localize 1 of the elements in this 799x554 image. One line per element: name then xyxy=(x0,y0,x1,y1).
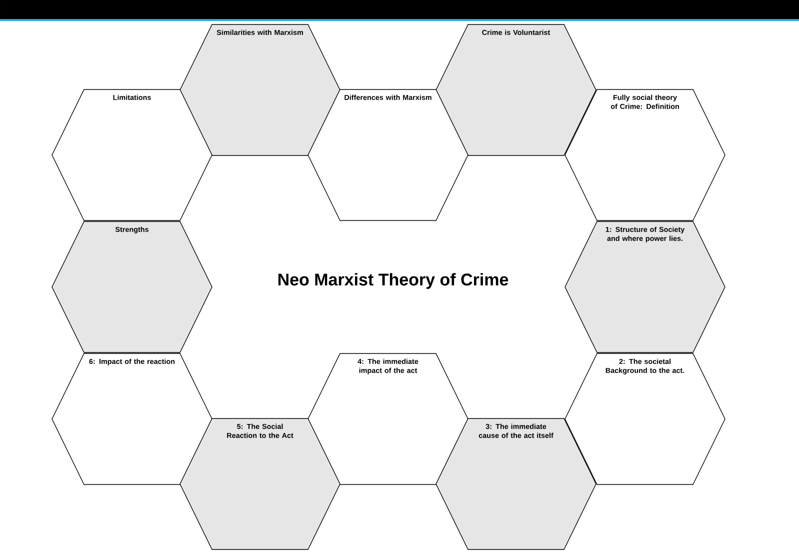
title: Neo Marxist Theory of Crime xyxy=(278,273,508,289)
